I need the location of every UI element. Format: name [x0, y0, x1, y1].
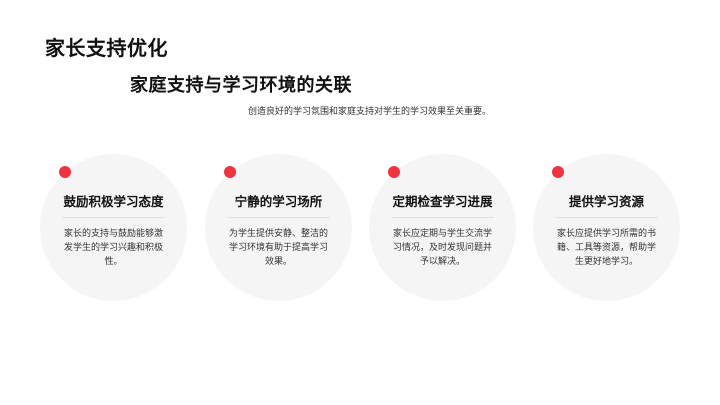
divider [227, 217, 330, 218]
page-title: 家长支持优化 [45, 36, 168, 60]
card-description: 家长应定期与学生交流学习情况，及时发现问题并予以解决。 [392, 229, 492, 267]
card-title: 鼓励积极学习态度 [63, 194, 164, 209]
card-description: 家长的支持与鼓励能够激发学生的学习兴趣和积极性。 [63, 229, 163, 267]
section-title: 家庭支持与学习环境的关联 [130, 75, 352, 96]
card-check-progress: 定期检查学习进展 家长应定期与学生交流学习情况，及时发现问题并予以解决。 [369, 154, 516, 301]
divider [391, 217, 494, 218]
divider [62, 217, 165, 218]
bullet-dot-icon [552, 166, 564, 178]
subtitle: 创造良好的学习氛围和家庭支持对学生的学习效果至关重要。 [248, 107, 492, 117]
card-learning-resources: 提供学习资源 家长应提供学习所需的书籍、工具等资源，帮助学生更好地学习。 [533, 154, 680, 301]
bullet-dot-icon [59, 166, 71, 178]
bullet-dot-icon [388, 166, 400, 178]
bullet-dot-icon [224, 166, 236, 178]
card-encourage-attitude: 鼓励积极学习态度 家长的支持与鼓励能够激发学生的学习兴趣和积极性。 [40, 154, 187, 301]
card-quiet-study-place: 宁静的学习场所 为学生提供安静、整洁的学习环境有助于提高学习效果。 [205, 154, 352, 301]
card-description: 家长应提供学习所需的书籍、工具等资源，帮助学生更好地学习。 [556, 229, 656, 267]
card-title: 宁静的学习场所 [234, 194, 323, 209]
card-description: 为学生提供安静、整洁的学习环境有助于提高学习效果。 [228, 229, 328, 267]
card-title: 定期检查学习进展 [392, 194, 493, 209]
card-title: 提供学习资源 [568, 194, 644, 209]
divider [555, 217, 658, 218]
